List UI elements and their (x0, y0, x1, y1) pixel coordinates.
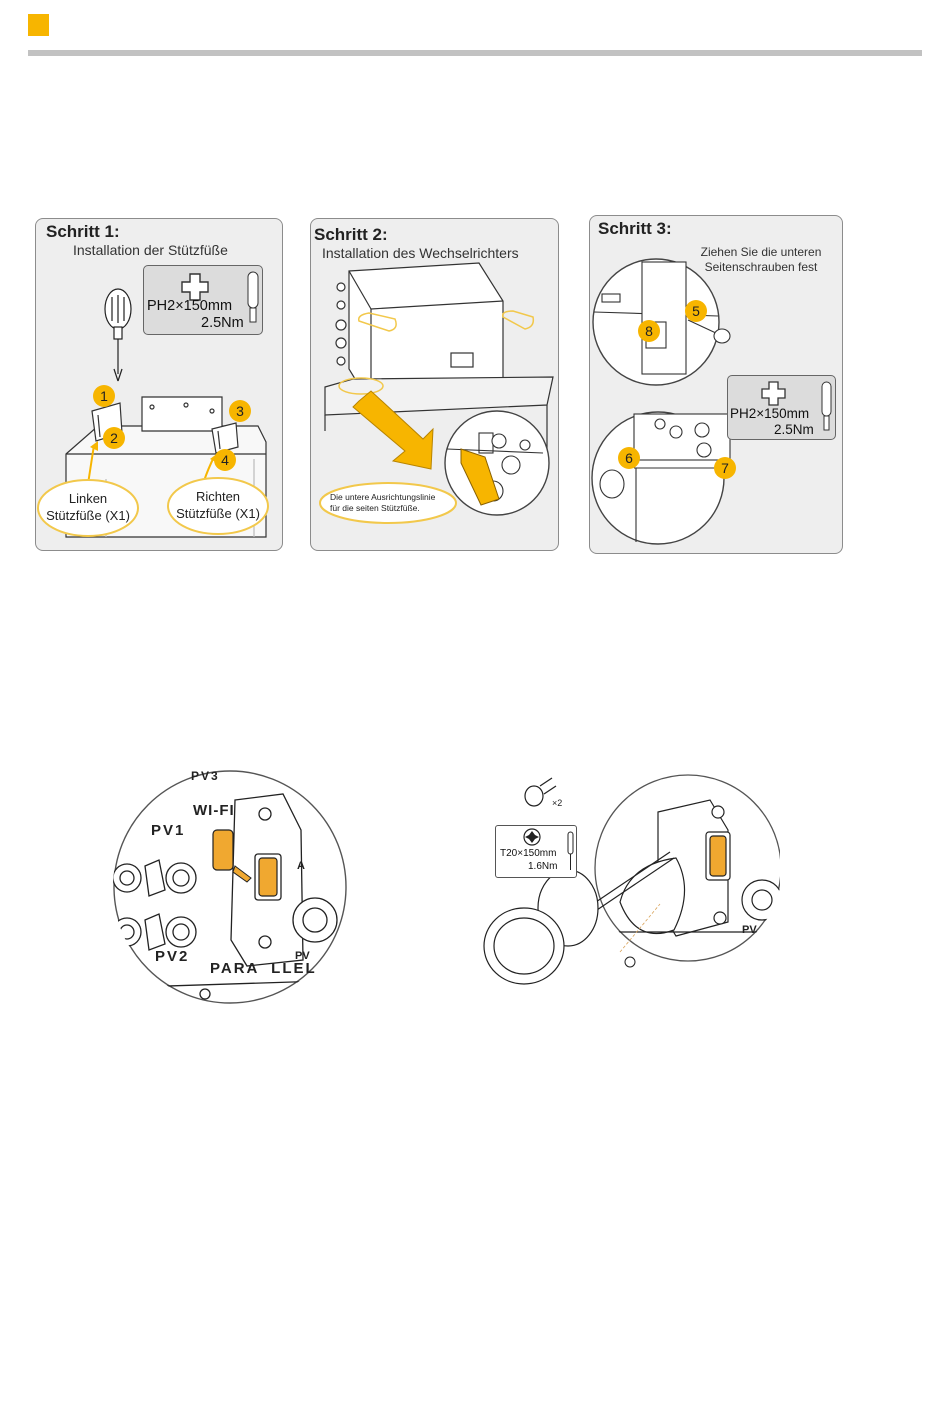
step3-tool-torque: 2.5Nm (774, 422, 814, 437)
left-foot-label-line1: Linken (68, 491, 108, 506)
right-foot-label: Richten Stützfüße (X1) (168, 488, 268, 522)
step1-tool-spec: PH2×150mm 2.5Nm (143, 265, 263, 335)
screw-icon (524, 777, 557, 807)
step3-badge-5: 5 (685, 300, 707, 322)
step1-panel: Schritt 1: Installation der Stützfüße PH… (35, 218, 283, 551)
label-pv3: PV3 (191, 769, 220, 783)
step3-panel: Schritt 3: Ziehen Sie die unteren Seiten… (589, 215, 843, 554)
cover-tool-spec: T20×150mm 1.6Nm (495, 825, 577, 878)
step2-title: Schritt 2: (314, 225, 388, 244)
right-foot-label-line1: Richten (195, 489, 241, 504)
cover-label-pv: PV (742, 924, 757, 936)
step1-badge-2: 2 (103, 427, 125, 449)
tighten-note-line1: Ziehen Sie die unteren (700, 245, 822, 259)
label-pv1: PV1 (151, 822, 186, 839)
cover-detail-drawing (483, 774, 782, 985)
step1-subtitle: Installation der Stützfüße (73, 242, 228, 258)
label-parallel: PARA LLEL (210, 960, 317, 977)
step3-tool-size: PH2×150mm (730, 406, 810, 421)
step3-title: Schritt 3: (598, 219, 672, 238)
left-foot-label: Linken Stützfüße (X1) (38, 490, 138, 524)
phillips-cross-icon (181, 271, 259, 323)
label-wifi: WI-FI (193, 802, 235, 819)
cover-detail-illustration: ×2 T20×150mm 1.6Nm PV (480, 772, 782, 987)
screw-quantity: ×2 (552, 798, 563, 808)
port-detail-illustration: PV3 WI-FI PV1 PV2 PARA LLEL PV A (105, 769, 355, 1005)
screwdriver-icon (483, 851, 675, 985)
tighten-note-line2: Seitenschrauben fest (704, 260, 818, 274)
step1-tool-torque: 2.5Nm (201, 315, 244, 331)
screwdriver-icon (104, 288, 132, 382)
label-pv-side: PV (295, 950, 310, 962)
label-ac: A (297, 860, 305, 872)
step1-badge-3: 3 (229, 400, 251, 422)
step1-title: Schritt 1: (46, 222, 120, 241)
cover-tool-size: T20×150mm (500, 848, 557, 859)
right-foot-label-line2: Stützfüße (X1) (176, 506, 260, 521)
alignment-note-line1: Die untere Ausrichtungslinie (330, 492, 436, 502)
alignment-note-line2: für die seiten Stützfüße. (330, 503, 420, 513)
step2-panel: Schritt 2: Installation des Wechselricht… (310, 218, 559, 551)
step2-subtitle: Installation des Wechselrichters (322, 245, 519, 261)
torx-icon (523, 828, 574, 870)
header-rule (28, 50, 922, 56)
step3-badge-6: 6 (618, 447, 640, 469)
step1-tool-size: PH2×150mm (147, 298, 233, 314)
phillips-cross-icon (761, 381, 832, 431)
section-marker (28, 14, 49, 36)
step2-illustration (319, 262, 554, 524)
step3-badge-7: 7 (714, 457, 736, 479)
left-foot-label-line2: Stützfüße (X1) (46, 508, 130, 523)
cover-tool-torque: 1.6Nm (528, 861, 558, 872)
step1-badge-4: 4 (214, 449, 236, 471)
step3-badge-8: 8 (638, 320, 660, 342)
step3-tool-spec: PH2×150mm 2.5Nm (727, 375, 836, 440)
tighten-note: Ziehen Sie die unteren Seitenschrauben f… (686, 245, 836, 275)
alignment-note: Die untere Ausrichtungslinie für die sei… (330, 492, 435, 514)
step1-badge-1: 1 (93, 385, 115, 407)
label-pv2: PV2 (155, 948, 190, 965)
port-detail-drawing (113, 770, 347, 1004)
